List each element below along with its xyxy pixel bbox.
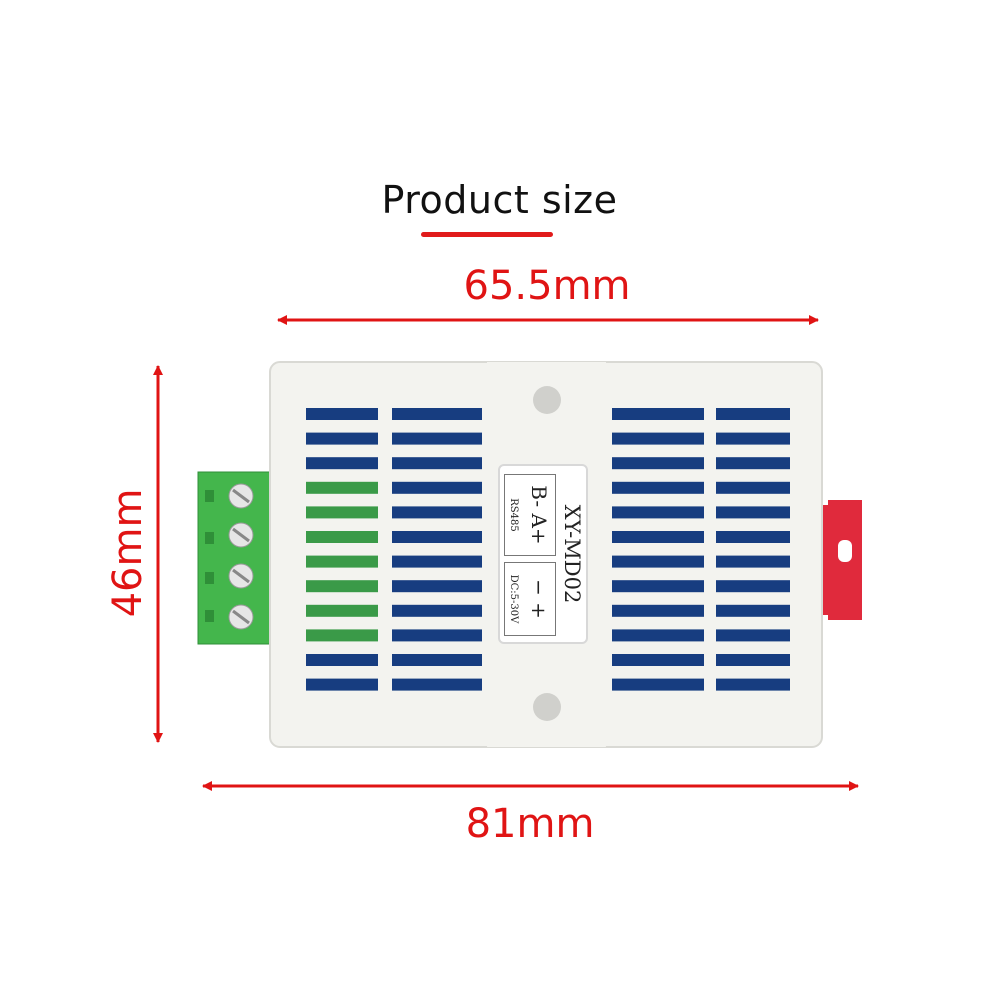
- vent-slot: [392, 408, 482, 420]
- vent-slot: [306, 580, 378, 593]
- vent-slot: [392, 531, 482, 543]
- vent-slot: [612, 629, 704, 642]
- vent-slot: [306, 408, 378, 420]
- vent-slot: [392, 432, 482, 445]
- vent-slot: [716, 654, 790, 666]
- vent-slot: [716, 408, 790, 420]
- vent-slot: [612, 531, 704, 543]
- vent-slot: [716, 580, 790, 593]
- vent-slot: [306, 432, 378, 445]
- vent-slot: [392, 506, 482, 519]
- vent-slot: [716, 555, 790, 568]
- vent-slot: [612, 457, 704, 470]
- device-label: XY-MD02 B- A+ RS485 − + DC:5-30V: [498, 464, 588, 644]
- vent-slot: [612, 654, 704, 666]
- vent-slot: [612, 580, 704, 593]
- vent-slot: [612, 481, 704, 494]
- vent-slot: [392, 629, 482, 642]
- rs485-box: B- A+ RS485: [504, 474, 556, 556]
- rs485-pins: B- A+: [527, 485, 551, 545]
- mount-hole-top: [533, 386, 561, 414]
- outer-width-label: 81mm: [465, 801, 595, 847]
- vent-slot: [716, 432, 790, 445]
- vent-slot: [306, 629, 378, 642]
- model-text: XY-MD02: [560, 504, 584, 604]
- power-pins: − +: [527, 579, 551, 619]
- vent-slot: [306, 555, 378, 568]
- vent-slot: [612, 506, 704, 519]
- vent-slot: [716, 629, 790, 642]
- vent-slot: [612, 604, 704, 617]
- title-underline: [421, 232, 553, 237]
- vent-slot: [392, 481, 482, 494]
- mount-hole-bottom: [533, 693, 561, 721]
- vent-slot: [392, 678, 482, 691]
- vent-slot: [306, 654, 378, 666]
- vent-slot: [306, 457, 378, 470]
- vent-slot: [392, 457, 482, 470]
- terminal-block: [197, 471, 275, 645]
- power-label: DC:5-30V: [508, 574, 519, 624]
- vent-slot: [612, 555, 704, 568]
- vent-slot: [612, 432, 704, 445]
- vent-slot: [716, 481, 790, 494]
- vent-slot: [612, 408, 704, 420]
- vent-slot: [306, 481, 378, 494]
- product-size-title: Product size: [381, 178, 618, 222]
- vent-slot: [306, 506, 378, 519]
- vent-slot: [716, 531, 790, 543]
- vent-slot: [612, 678, 704, 691]
- power-box: − + DC:5-30V: [504, 562, 556, 636]
- vent-slot: [306, 604, 378, 617]
- vent-slot: [716, 678, 790, 691]
- vent-slot: [392, 604, 482, 617]
- vent-slot: [392, 580, 482, 593]
- mount-clip: [812, 500, 862, 620]
- vent-slot: [306, 678, 378, 691]
- vent-slot: [392, 555, 482, 568]
- vent-slot: [716, 506, 790, 519]
- rs485-label: RS485: [508, 498, 519, 532]
- inner-width-label: 65.5mm: [463, 263, 631, 309]
- vent-slot: [716, 457, 790, 470]
- vent-slot: [306, 531, 378, 543]
- vent-slot: [392, 654, 482, 666]
- vent-slot: [716, 604, 790, 617]
